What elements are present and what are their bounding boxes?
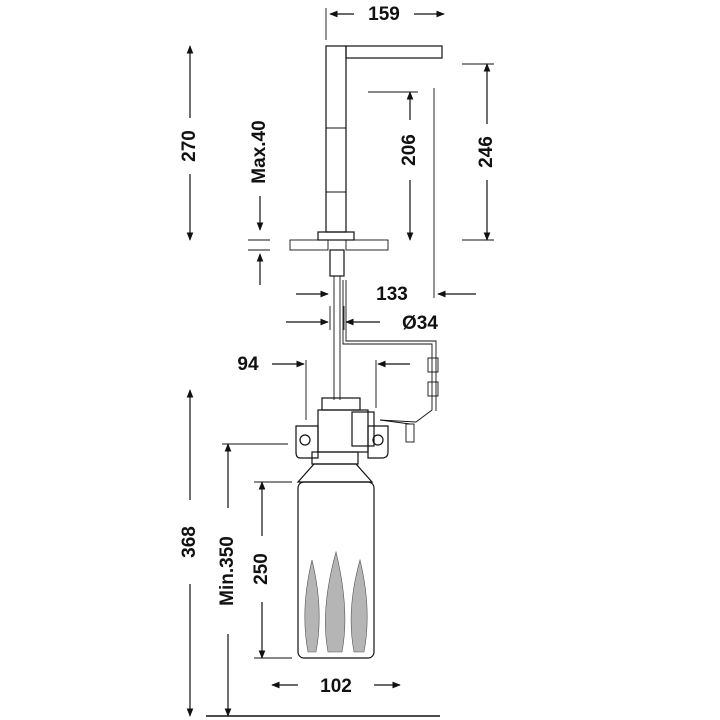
dim-spout-height: 206 xyxy=(399,134,420,166)
pump-side-block xyxy=(351,411,375,447)
dim-max-deck: Max.40 xyxy=(249,120,270,183)
pump-top xyxy=(321,397,361,411)
dim-spout-total: 246 xyxy=(476,136,497,168)
dim-pump-width: 94 xyxy=(237,354,259,375)
clamp-screw-left xyxy=(299,434,311,446)
dim-total-height: 270 xyxy=(179,130,200,162)
cable-end-plug xyxy=(405,423,415,443)
clamp-screw-right xyxy=(372,434,384,446)
cable-connector-2 xyxy=(427,381,439,397)
spout-arm xyxy=(345,45,443,59)
countertop-right xyxy=(345,239,389,251)
countertop-left xyxy=(289,239,329,251)
dim-top-width: 159 xyxy=(368,4,400,25)
dimension-lines xyxy=(186,8,494,717)
bottle-body xyxy=(297,481,375,659)
power-cable xyxy=(342,280,433,423)
bottle-shoulder xyxy=(296,463,374,483)
shank xyxy=(329,249,345,277)
dispenser-fixture xyxy=(289,45,443,659)
bottle-cap xyxy=(311,451,359,465)
dim-below-total: 368 xyxy=(179,526,200,558)
mounting-clamp xyxy=(295,425,319,459)
dim-hose-offset: 133 xyxy=(376,284,408,305)
spout-column xyxy=(325,45,347,233)
bottle-decoration xyxy=(304,550,368,653)
cable-connector-1 xyxy=(427,357,439,373)
dim-bottle-height: 250 xyxy=(251,553,272,585)
dim-min-depth: Min.350 xyxy=(217,536,238,606)
dim-hole-diameter: Ø34 xyxy=(402,313,438,334)
dimension-labels: 159 270 Max.40 206 246 133 Ø34 94 368 Mi… xyxy=(179,4,497,697)
deck-flange xyxy=(317,231,355,241)
dim-bottle-width: 102 xyxy=(320,676,352,697)
